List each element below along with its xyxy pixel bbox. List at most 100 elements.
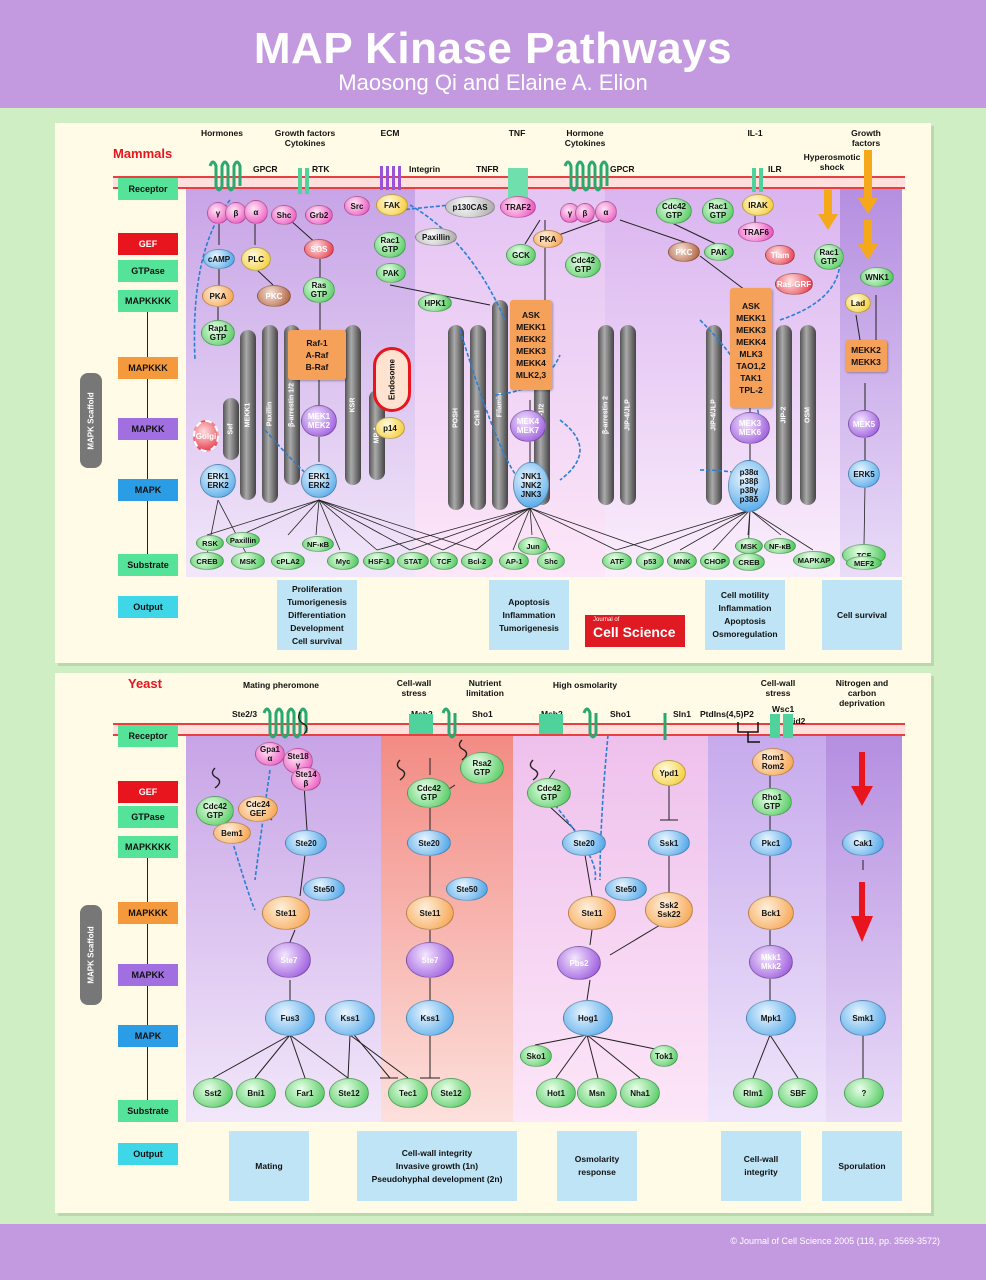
substrate-mammals: HSF-1 [363, 552, 395, 570]
footer-banner [0, 1224, 986, 1280]
mammals-level-4: MAPKKKK [118, 290, 178, 312]
node-fak: FAK [376, 194, 408, 216]
scaffold-bar: Sef [223, 398, 239, 460]
receptor-gpcr-1: GPCR [253, 164, 278, 174]
node-wnk1: WNK1 [860, 267, 894, 287]
substrate-yeast: Hot1 [536, 1078, 576, 1108]
receptor-rtk: RTK [312, 164, 330, 174]
node-irak: IRAK [742, 194, 774, 216]
yeast-level-3: GTPase [118, 806, 178, 828]
receptor-ilr: ILR [768, 164, 782, 174]
output-line: Osmolarity [574, 1154, 620, 1164]
output-line: Tumorigenesis [499, 622, 559, 633]
substrate-yeast: Ste12 [329, 1078, 369, 1108]
scaffold-bar: JIP-2 [776, 325, 792, 505]
substrate-yeast: ? [844, 1078, 884, 1108]
output-line: Invasive growth (1n) [395, 1160, 479, 1171]
substrate-mammals: RSK [196, 535, 224, 551]
node-traf2: TRAF2 [500, 196, 536, 218]
substrate-yeast: SBF [778, 1078, 818, 1108]
output-line: Cell survival [291, 635, 343, 646]
yeast-level-arrow [147, 1047, 148, 1100]
yeast-receptor-label: Ste2/3 [232, 709, 258, 719]
node-pak-b: PAK [704, 243, 734, 261]
yeast-level-arrow [147, 986, 148, 1025]
substrate-mammals: CREB [733, 553, 765, 571]
yeast-stimulus: deprivation [839, 698, 885, 708]
output-line: Osmoregulation [712, 629, 778, 639]
yeast-label: Yeast [128, 676, 162, 691]
substrate-mammals: TCF [430, 552, 458, 570]
substrate-yeast: Rlm1 [733, 1078, 773, 1108]
node-pkc: PKC [257, 285, 291, 307]
node-y-ste11a: Ste11 [262, 896, 310, 930]
yeast-membrane [113, 723, 905, 736]
node-y-ste50a: Ste50 [303, 877, 345, 901]
substrate-yeast: Bni1 [236, 1078, 276, 1108]
yeast-level-9: Output [118, 1143, 178, 1165]
yeast-stimulus: Mating pheromone [242, 680, 320, 690]
output-line: Apoptosis [724, 616, 766, 626]
yeast-stimulus: limitation [466, 688, 504, 698]
output-yeast-5: Sporulation [822, 1131, 902, 1201]
node-y-hog1: Hog1 [563, 1000, 613, 1036]
substrate-mammals: Myc [327, 552, 359, 570]
node-lad: Lad [845, 293, 871, 313]
substrate-mammals: NF-κB [302, 536, 334, 552]
node-y-ste20b: Ste20 [407, 830, 451, 856]
yeast-scaffold-label: MAPK Scaffold [80, 905, 102, 1005]
yeast-level-4: MAPKKKK [118, 836, 178, 858]
node-g2-beta: β [575, 203, 595, 223]
scaffold-bar: MP-1 [369, 390, 385, 480]
substrate-mammals: AP-1 [499, 552, 529, 570]
node-y-ssk1: Ssk1 [648, 830, 690, 856]
substrate-mammals: Bcl-2 [461, 552, 493, 570]
mammals-level-9: Output [118, 596, 178, 618]
mammals-level-7: MAPK [118, 479, 178, 501]
yeast-receptor-label: Sho1 [472, 709, 493, 719]
substrate-yeast: Sst2 [193, 1078, 233, 1108]
substrate-mammals: ATF [602, 552, 632, 570]
node-rasgtp: Ras GTP [303, 277, 335, 303]
substrate-mammals: CHOP [700, 552, 730, 570]
mammals-level-5: MAPKKK [118, 357, 178, 379]
node-traf6: TRAF6 [738, 222, 774, 242]
scaffold-bar: β-arrestin 2 [598, 325, 614, 505]
yeast-level-7: MAPK [118, 1025, 178, 1047]
mammals-label: Mammals [113, 146, 173, 161]
yeast-stimulus: Cell-wall [760, 678, 796, 688]
output-line: Cell survival [836, 609, 888, 620]
node-y-ste50c: Ste50 [605, 877, 647, 901]
substrate-yeast: Nha1 [620, 1078, 660, 1108]
node-grb2: Grb2 [305, 205, 333, 225]
node-rasgrf: Ras-GRF [775, 273, 813, 295]
output-line: Cell-wall [743, 1154, 779, 1164]
node-y-tok1: Tok1 [650, 1045, 678, 1067]
node-y-bck1: Bck1 [748, 896, 794, 930]
mammals-stimulus: Growth [851, 128, 881, 138]
substrate-mammals: NF-κB [764, 538, 796, 554]
substrate-mammals: STAT [397, 552, 429, 570]
logo-big-text: Cell Science [593, 624, 676, 640]
node-plc: PLC [241, 247, 271, 271]
node-erk5: ERK5 [848, 460, 880, 488]
node-shc: Shc [271, 205, 297, 225]
mammals-level-6: MAPKK [118, 418, 178, 440]
yeast-receptor-label: Mid2 [786, 716, 806, 726]
mammals-level-arrow [147, 440, 148, 479]
